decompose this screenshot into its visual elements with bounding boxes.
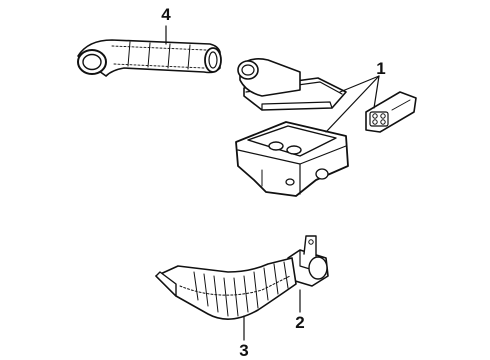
- callout-1: 1: [376, 59, 385, 78]
- callout-3: 3: [239, 341, 248, 360]
- callout-2: 2: [295, 313, 304, 332]
- air-cleaner-cover: [237, 58, 347, 111]
- outlet-duct: [287, 235, 329, 287]
- air-cleaner-housing: [235, 121, 349, 197]
- mounting-bracket: [365, 91, 417, 133]
- leader-lines: [165, 25, 380, 341]
- air-intake-tube: [77, 39, 222, 77]
- callout-4: 4: [161, 5, 171, 24]
- resonator-duct: [155, 257, 297, 320]
